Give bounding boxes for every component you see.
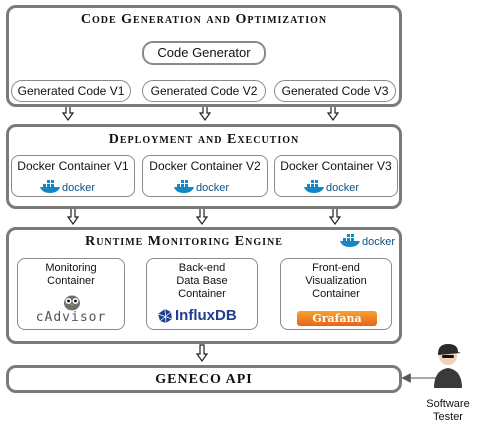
docker-logo-icon: docker xyxy=(340,234,395,248)
docker-logo-icon: docker xyxy=(40,180,95,194)
docker-container-v1-box: Docker Container V1 xyxy=(11,155,135,197)
svg-text:docker: docker xyxy=(326,182,359,194)
section-title: Code Generation and Optimization xyxy=(80,12,328,27)
backend-db-container-label: Back-end Data Base Container xyxy=(176,262,228,300)
docker-logo-icon: docker xyxy=(304,180,359,194)
code-generator-box: Code Generator xyxy=(142,41,266,65)
generated-code-v1-label: Generated Code V1 xyxy=(17,84,125,98)
docker-container-v2-box: Docker Container V2 xyxy=(142,155,268,197)
generated-code-v1-box: Generated Code V1 xyxy=(11,80,131,102)
arrow-docker2-down xyxy=(195,207,209,226)
section-title: Runtime Monitoring Engine xyxy=(85,234,283,249)
section-title: Deployment and Execution xyxy=(108,132,300,147)
influxdb-logo: InfluxDB xyxy=(175,307,237,324)
docker-logo-icon: docker xyxy=(174,180,229,194)
svg-text:docker: docker xyxy=(362,236,395,248)
generated-code-v2-label: Generated Code V2 xyxy=(150,84,258,98)
docker-container-v1-label: Docker Container V1 xyxy=(17,159,129,173)
docker-container-v2-label: Docker Container V2 xyxy=(149,159,261,173)
grafana-logo: Grafana xyxy=(297,311,377,326)
svg-text:docker: docker xyxy=(62,182,95,194)
monitoring-container-box: Monitoring Container cAdvisor xyxy=(17,258,125,330)
frontend-visualization-container-label: Front-end Visualization Container xyxy=(305,262,367,300)
influxdb-icon xyxy=(157,308,173,324)
docker-container-v3-label: Docker Container V3 xyxy=(280,159,392,173)
arrow-runtime-down xyxy=(195,344,209,363)
owl-icon xyxy=(64,295,80,311)
docker-container-v3-box: Docker Container V3 xyxy=(274,155,398,197)
generated-code-v3-box: Generated Code V3 xyxy=(274,80,396,102)
geneco-api-section: GENECO API xyxy=(6,365,402,393)
frontend-visualization-container-box: Front-end Visualization Container Grafan… xyxy=(280,258,392,330)
monitoring-container-label: Monitoring Container xyxy=(45,262,97,287)
arrow-docker1-down xyxy=(66,207,80,226)
user-icon xyxy=(434,344,462,388)
svg-text:docker: docker xyxy=(196,182,229,194)
cadvisor-logo: cAdvisor xyxy=(35,310,107,325)
api-title: GENECO API xyxy=(155,372,253,387)
arrow-docker3-down xyxy=(328,207,342,226)
code-generator-label: Code Generator xyxy=(157,45,251,60)
generated-code-v2-box: Generated Code V2 xyxy=(142,80,266,102)
software-tester-label: Software Tester xyxy=(426,398,470,423)
generated-code-v3-label: Generated Code V3 xyxy=(281,84,389,98)
backend-db-container-box: Back-end Data Base Container InfluxDB xyxy=(146,258,258,330)
